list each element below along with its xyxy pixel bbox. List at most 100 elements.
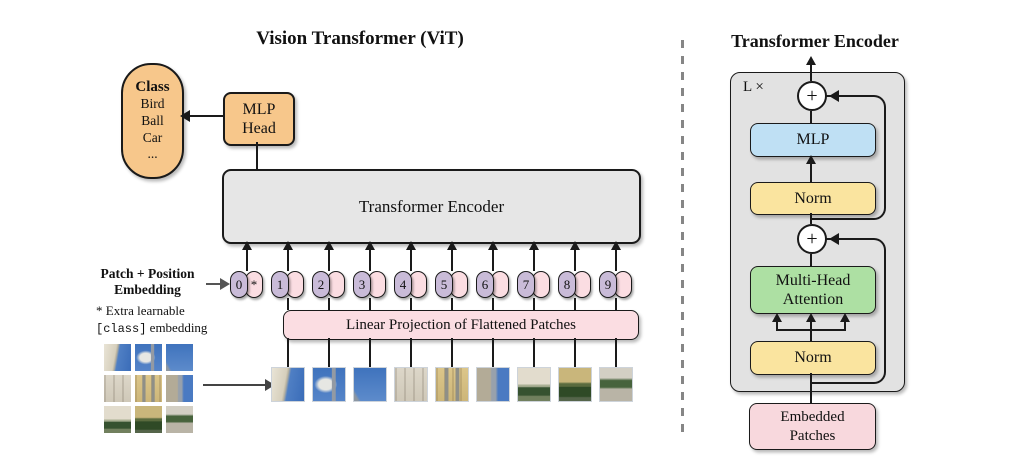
norm-to-mlp-arrowhead [806, 155, 816, 164]
projection-to-token-line [451, 298, 453, 310]
position-pill: 2 [312, 271, 330, 298]
patch-to-projection-line [574, 338, 576, 367]
token-to-encoder-line [287, 250, 289, 271]
flattened-image-patch [394, 367, 428, 402]
projection-to-token-line [615, 298, 617, 310]
linear-projection-label: Linear Projection of Flattened Patches [346, 316, 576, 333]
class-output-oval: Class Bird Ball Car ... [121, 63, 184, 179]
flattened-image-patch [271, 367, 305, 402]
embedded-patches-line1: Embedded [780, 408, 845, 425]
patch-position-label-line1: Patch + Position [100, 266, 195, 281]
embedded-patches-box: Embedded Patches [749, 403, 876, 450]
flattened-image-patch [435, 367, 469, 402]
input-image-patch-grid [104, 344, 193, 433]
mlp-label: MLP [796, 131, 830, 148]
position-pill: 7 [517, 271, 535, 298]
image-patch-grid-cell [135, 344, 162, 371]
position-pill: 1 [271, 271, 289, 298]
position-pill: 9 [599, 271, 617, 298]
token-to-encoder-arrowhead [324, 241, 334, 250]
patch-to-projection-line [287, 338, 289, 367]
projection-to-token-line [328, 298, 330, 310]
flattened-image-patch [353, 367, 387, 402]
token-to-encoder-line [615, 250, 617, 271]
mlp-box: MLP [750, 123, 876, 157]
flattened-image-patch [599, 367, 633, 402]
token-to-encoder-arrowhead [447, 241, 457, 250]
qkv-arrowhead-left [772, 313, 782, 322]
norm-lower-label: Norm [794, 349, 832, 366]
qkv-stem-center [810, 322, 812, 341]
footnote-class-code: [class] [96, 321, 147, 336]
projection-to-token-line [410, 298, 412, 310]
mlp-head-line2: Head [242, 120, 276, 137]
encoder-output-line [810, 64, 812, 81]
mha-label-line2: Attention [782, 291, 844, 308]
footnote-line1: * Extra learnable [96, 303, 185, 318]
position-embedding-token: 7 [517, 271, 550, 298]
class-oval-item: Car [142, 129, 163, 145]
token-to-encoder-arrowhead [283, 241, 293, 250]
position-embedding-token: 3 [353, 271, 386, 298]
norm-upper-label: Norm [794, 189, 832, 207]
image-patch-grid-cell [104, 344, 131, 371]
image-patch-grid-cell [135, 406, 162, 433]
position-embedding-token: 8 [558, 271, 591, 298]
flattened-image-patch [558, 367, 592, 402]
token-to-encoder-line [574, 250, 576, 271]
token-to-encoder-line [451, 250, 453, 271]
token-to-encoder-line [369, 250, 371, 271]
position-pill: 8 [558, 271, 576, 298]
image-patch-grid-cell [166, 344, 193, 371]
mlp-head-stem-line [256, 142, 258, 169]
image-patch-grid-cell [135, 375, 162, 402]
token-to-encoder-line [328, 250, 330, 271]
circle-to-mlp-line [810, 111, 812, 123]
left-panel-title: Vision Transformer (ViT) [256, 28, 464, 49]
linear-projection-box: Linear Projection of Flattened Patches [283, 310, 639, 340]
footnote-rest: embedding [146, 319, 208, 335]
residual-add-circle-top: + [797, 81, 827, 111]
position-pill: 5 [435, 271, 453, 298]
footnote-line2: [class] embedding [96, 320, 216, 338]
grid-to-row-arrowhead [265, 379, 275, 391]
grid-to-row-line [203, 384, 266, 386]
token-to-encoder-line [246, 250, 248, 271]
class-oval-item: Ball [141, 112, 164, 128]
position-pill: 6 [476, 271, 494, 298]
qkv-stem-left [776, 322, 778, 330]
patch-to-projection-line [451, 338, 453, 367]
residual-skip-arrowhead-upper [829, 90, 839, 102]
right-panel-title: Transformer Encoder [731, 31, 899, 51]
position-pill: 3 [353, 271, 371, 298]
position-pill: 4 [394, 271, 412, 298]
residual-skip-path-lower [812, 238, 886, 384]
embedded-patches-line2: Patches [789, 427, 836, 444]
circle-to-norm-line [810, 213, 812, 224]
mlp-head-box: MLP Head [223, 92, 295, 146]
patch-to-projection-line [328, 338, 330, 367]
position-embedding-token: 0* [230, 271, 263, 298]
flattened-image-patch [476, 367, 510, 402]
mlp-to-class-line [190, 115, 223, 117]
label-arrow-line [206, 283, 221, 285]
position-embedding-token: 2 [312, 271, 345, 298]
class-token-footnote: * Extra learnable [class] embedding [96, 303, 216, 337]
residual-skip-arrowhead-lower [829, 233, 839, 245]
token-to-encoder-line [492, 250, 494, 271]
residual-skip-path-upper [812, 95, 886, 220]
projection-to-token-line [369, 298, 371, 310]
position-embedding-token: 5 [435, 271, 468, 298]
qkv-arrowhead-center [806, 313, 816, 322]
norm-upper-box: Norm [750, 182, 876, 215]
projection-to-token-line [574, 298, 576, 310]
plus-sign: + [806, 228, 818, 250]
qkv-stem-right [844, 322, 846, 330]
projection-to-token-line [287, 298, 289, 310]
flattened-image-patch [312, 367, 346, 402]
token-to-encoder-arrowhead [406, 241, 416, 250]
token-to-encoder-arrowhead [529, 241, 539, 250]
patch-to-projection-line [369, 338, 371, 367]
position-embedding-token: 9 [599, 271, 632, 298]
position-embedding-token: 6 [476, 271, 509, 298]
